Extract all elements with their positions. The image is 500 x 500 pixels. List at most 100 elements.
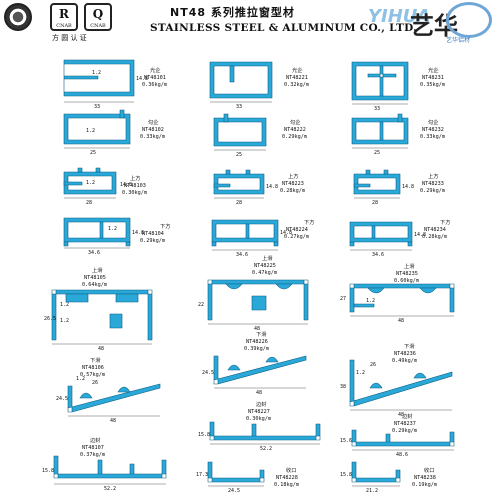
profile-cn: 边封 [402, 412, 412, 420]
dim-label: 48 [254, 326, 260, 332]
profile-cn: 下方 [160, 222, 170, 230]
dim-label: 15.8 [198, 432, 210, 438]
dim-label: 28 [86, 200, 92, 206]
profile-nt48222: 25 勾企 NT48222 0.29kg/m [213, 113, 307, 158]
brand-latin: YIHUA [368, 6, 431, 27]
profile-code: NT48224 [286, 227, 308, 233]
profile-code: NT48101 [144, 75, 166, 81]
profile-weight: 0.64kg/m [82, 282, 107, 288]
profile-code: NT48231 [422, 75, 444, 81]
profile-nt48225: 上滑 NT48225 0.47kg/m 22 48 [198, 254, 309, 332]
profile-nt48236: 下滑 NT48236 0.49kg/m 26 1.2 38 48 [340, 342, 453, 418]
profile-cn: 光企 [150, 66, 161, 74]
profile-code: NT48225 [254, 263, 276, 269]
profile-code: NT48235 [396, 271, 418, 277]
dim-label: 1.2 [86, 128, 95, 134]
profile-code: NT48232 [422, 127, 444, 133]
dim-label: 48 [110, 418, 116, 424]
profile-weight: 0.49kg/m [392, 358, 417, 364]
dim-label: 34.6 [236, 252, 248, 258]
page-title: NT48 系列推拉窗型材 [170, 6, 295, 19]
profile-cn: 下方 [304, 218, 314, 226]
profile-cn: 下滑 [90, 356, 100, 364]
dim-label: 33 [236, 104, 242, 110]
dim-label: 14.8 [132, 230, 144, 236]
profile-weight: 0.19kg/m [412, 482, 437, 488]
profile-cn: 收口 [424, 466, 434, 474]
profile-code: NT48228 [276, 475, 298, 481]
dim-label: 38 [340, 384, 346, 390]
brand-sub: 艺华铝材 [446, 37, 471, 44]
profile-cn: 勾企 [428, 118, 439, 126]
profile-nt48103: 14.8 1.2 28 上方 NT48103 0.30kg/m [63, 167, 147, 206]
profile-code: NT48226 [246, 339, 268, 345]
profile-code: NT48221 [286, 75, 308, 81]
dim-label: 21.2 [366, 488, 378, 494]
dim-label: 1.2 [86, 180, 95, 186]
profile-nt48106: 下滑 NT48106 0.57kg/m 1.2 26 24.5 48 [56, 356, 161, 424]
profile-cn: 光企 [292, 66, 303, 74]
profile-code: NT48107 [82, 445, 104, 451]
profile-code: NT48102 [142, 127, 164, 133]
dim-label: 24.5 [56, 396, 68, 402]
dim-label: 1.2 [92, 70, 101, 76]
profile-code: NT48103 [124, 183, 146, 189]
dim-label: 14.8 [120, 182, 132, 188]
profile-cn: 上方 [428, 172, 438, 180]
dim-label: 14.8 [402, 184, 414, 190]
dim-label: 17.3 [196, 472, 208, 478]
profile-weight: 0.33kg/m [420, 134, 445, 140]
profile-cn: 下滑 [404, 342, 414, 350]
profile-nt48237: 边封 NT48237 0.29kg/m 15.6 48.6 [340, 412, 455, 458]
cert-caption: 方 圆 认 证 [52, 34, 87, 42]
profile-weight: 0.30kg/m [122, 190, 147, 196]
profile-code: NT48237 [394, 421, 416, 427]
profile-weight: 0.30kg/m [246, 416, 271, 422]
dim-label: 24.5 [228, 488, 240, 494]
profile-weight: 0.32kg/m [284, 82, 309, 88]
company-seal-icon [4, 3, 32, 31]
profile-code: NT48223 [282, 181, 304, 187]
profile-weight: 0.36kg/m [142, 82, 167, 88]
profile-code: NT48236 [394, 351, 416, 357]
profile-weight: 0.29kg/m [392, 428, 417, 434]
profile-code: NT48234 [424, 227, 446, 233]
dim-label: 1.2 [60, 302, 69, 308]
dim-label: 34.6 [372, 252, 384, 258]
profile-nt48224: 14.8 34.6 下方 NT48224 0.27kg/m [211, 218, 314, 258]
profile-weight: 0.29kg/m [420, 188, 445, 194]
profile-weight: 0.29kg/m [140, 238, 165, 244]
profile-cn: 勾企 [148, 118, 159, 126]
dim-label: 25 [374, 150, 380, 156]
dim-label: 14.8 [280, 230, 292, 236]
profile-code: NT48105 [84, 275, 106, 281]
dim-label: 26 [92, 380, 98, 386]
dim-label: 26.5 [44, 316, 56, 322]
profile-nt48226: 下滑 NT48226 0.39kg/m 24.5 48 [202, 330, 307, 396]
profile-nt48238: 15.8 21.2 收口 NT48238 0.19kg/m [340, 461, 437, 494]
profile-cn: 光企 [428, 66, 439, 74]
profile-weight: 0.29kg/m [282, 134, 307, 140]
profile-cn: 上方 [288, 172, 298, 180]
profile-nt48232: 25 勾企 NT48232 0.33kg/m [351, 113, 445, 156]
profile-nt48233: 14.8 28 上方 NT48233 0.29kg/m [353, 169, 445, 206]
dim-label: 15.8 [340, 472, 352, 478]
profile-cn: 上方 [130, 174, 140, 182]
profile-cn: 上滑 [262, 254, 272, 262]
profile-weight: 0.28kg/m [422, 234, 447, 240]
dim-label: 15.6 [340, 438, 352, 444]
profile-nt48102: 1.2 25 勾企 NT48102 0.33kg/m [63, 109, 165, 156]
profile-weight: 0.37kg/m [80, 452, 105, 458]
dim-label: 14.8 [414, 232, 426, 238]
profile-cn: 边封 [256, 400, 266, 408]
dim-label: 22 [198, 302, 204, 308]
dim-label: 25 [236, 152, 242, 158]
dim-label: 52.2 [104, 486, 116, 492]
profile-nt48101: 1.2 14.8 33 光企 NT48101 0.36kg/m [63, 59, 167, 110]
dim-label: 48.6 [396, 452, 408, 458]
dim-label: 33 [374, 106, 380, 112]
profile-code: NT48238 [414, 475, 436, 481]
